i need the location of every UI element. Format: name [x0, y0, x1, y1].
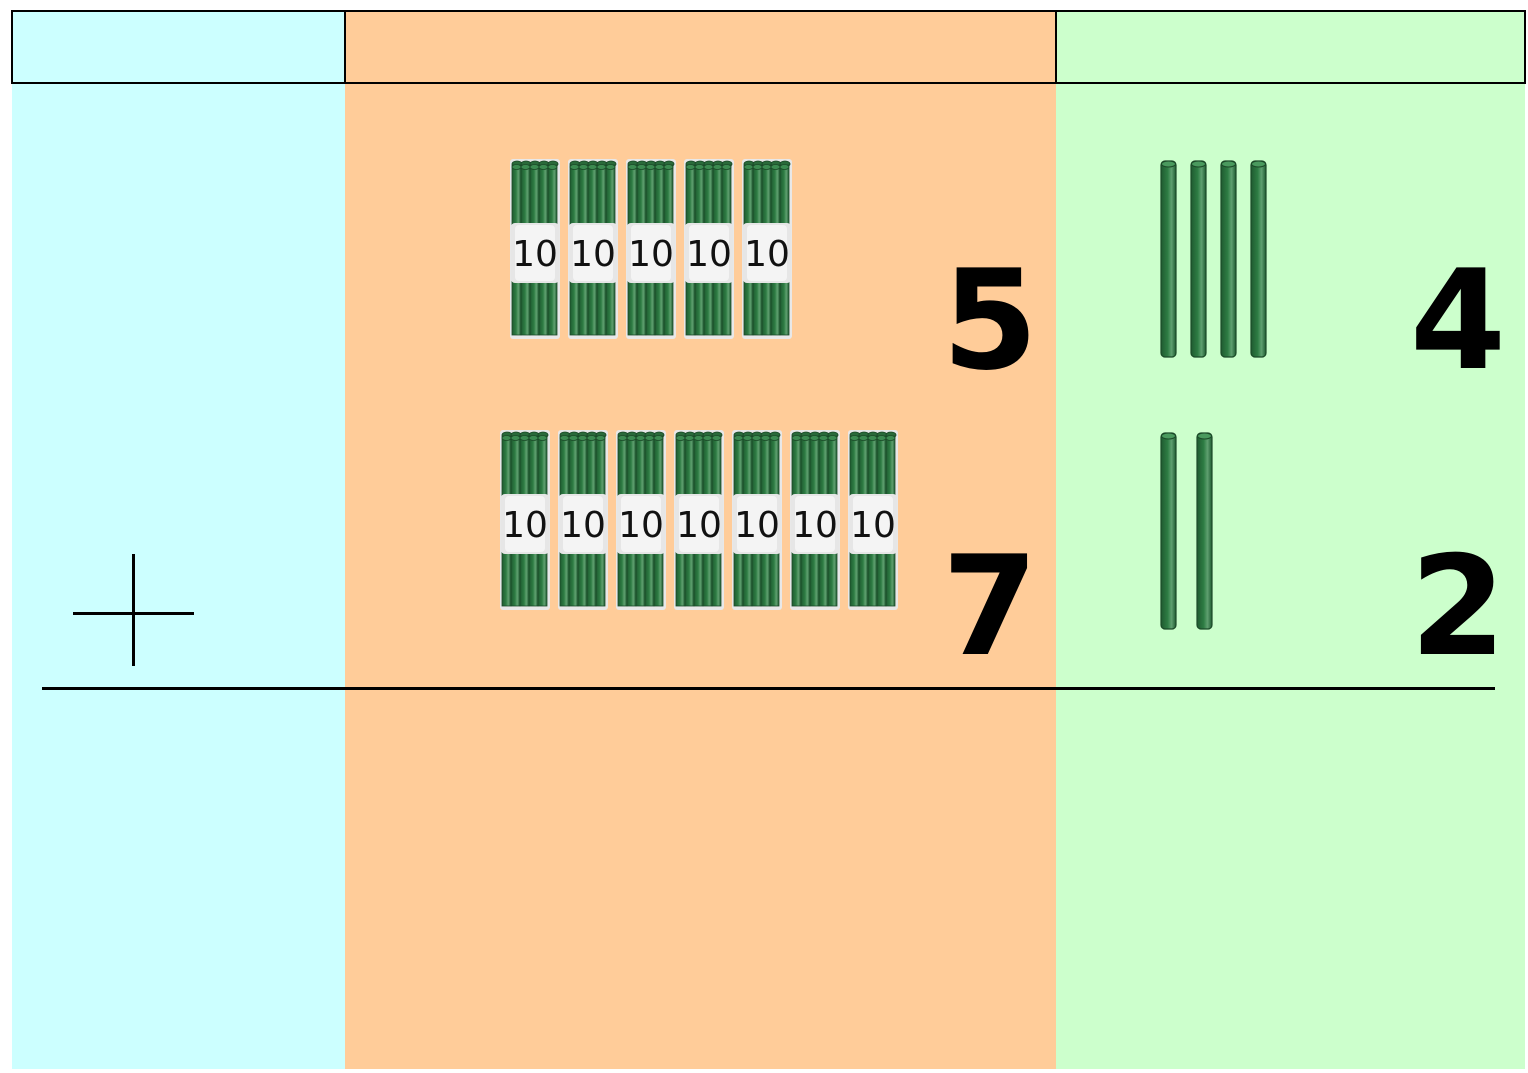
tens-digit-row-1: 5 [942, 252, 1038, 390]
bundle-label: 10 [512, 234, 558, 275]
ten-bundle-row-1-5: 10 [742, 159, 792, 339]
ten-bundle-row-2-1: 10 [500, 430, 550, 610]
ten-bundle-row-1-3: 10 [626, 159, 676, 339]
ones-digit-row-1: 4 [1410, 252, 1506, 390]
one-stick-row-1-1 [1161, 161, 1176, 357]
ten-bundle-row-2-5: 10 [732, 430, 782, 610]
ones-digit-row-2: 2 [1410, 538, 1506, 676]
ten-bundle-row-2-3: 10 [616, 430, 666, 610]
bundle-label: 10 [686, 234, 732, 275]
bundle-label: 10 [850, 505, 896, 546]
ten-bundle-row-1-4: 10 [684, 159, 734, 339]
bundle-label: 10 [570, 234, 616, 275]
tens-digit-row-2: 7 [942, 538, 1038, 676]
bundle-label: 10 [628, 234, 674, 275]
one-stick-row-1-4 [1251, 161, 1266, 357]
ten-bundle-row-2-2: 10 [558, 430, 608, 610]
bundle-label: 10 [560, 505, 606, 546]
bundle-label: 10 [734, 505, 780, 546]
bundle-label: 10 [744, 234, 790, 275]
bundle-label: 10 [618, 505, 664, 546]
bundle-label: 10 [792, 505, 838, 546]
one-stick-row-1-2 [1191, 161, 1206, 357]
ten-bundle-row-2-7: 10 [848, 430, 898, 610]
sum-line [42, 687, 1495, 690]
bundle-label: 10 [502, 505, 548, 546]
one-stick-row-1-3 [1221, 161, 1236, 357]
one-stick-row-2-1 [1161, 433, 1176, 629]
ten-bundle-row-2-4: 10 [674, 430, 724, 610]
ten-bundle-row-2-6: 10 [790, 430, 840, 610]
bundle-label: 10 [676, 505, 722, 546]
one-stick-row-2-2 [1197, 433, 1212, 629]
ten-bundle-row-1-1: 10 [510, 159, 560, 339]
ten-bundle-row-1-2: 10 [568, 159, 618, 339]
